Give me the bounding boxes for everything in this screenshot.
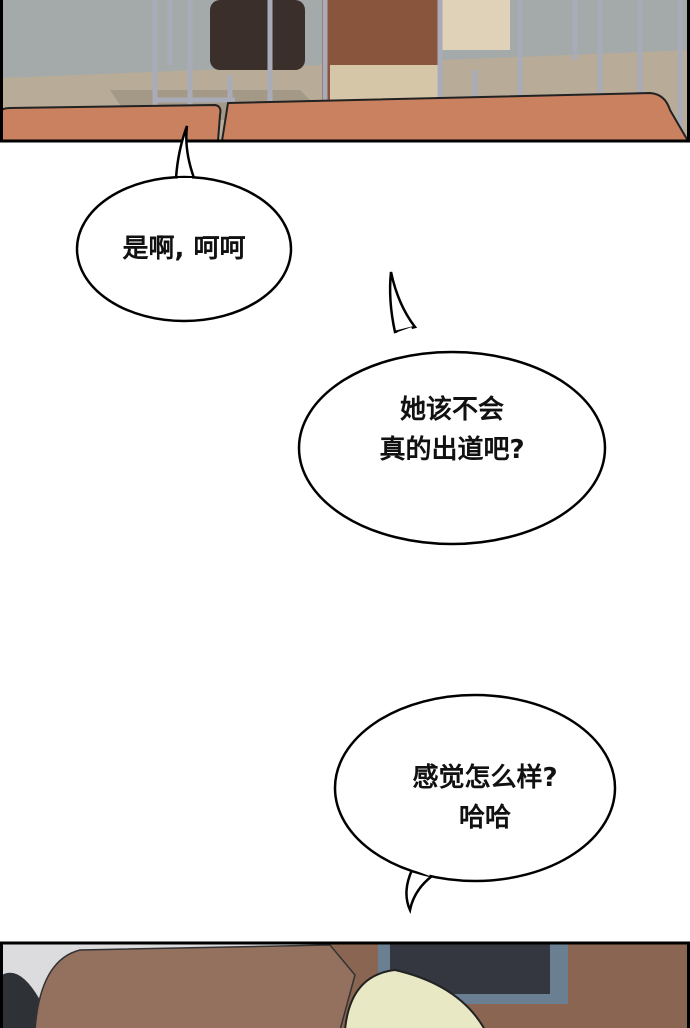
bubble-2-line-2: 真的出道吧?: [379, 435, 525, 465]
bubble-1-line-1: 是啊, 呵呵: [122, 234, 246, 264]
speech-bubble-1: [75, 125, 293, 323]
bubble-1-text: 是啊, 呵呵: [84, 229, 284, 269]
bubble-2-text: 她该不会 真的出道吧?: [332, 390, 572, 470]
classroom-panel: [0, 0, 690, 143]
bubble-2-line-1: 她该不会: [399, 395, 504, 425]
speech-bubble-2: [297, 271, 607, 546]
bubble-3-line-1: 感觉怎么样?: [412, 763, 558, 793]
speech-bubble-3: [333, 693, 617, 915]
characters-panel: [0, 941, 690, 1028]
bubble-3-text: 感觉怎么样? 哈哈: [365, 758, 605, 838]
bubble-3-line-2: 哈哈: [458, 803, 511, 833]
